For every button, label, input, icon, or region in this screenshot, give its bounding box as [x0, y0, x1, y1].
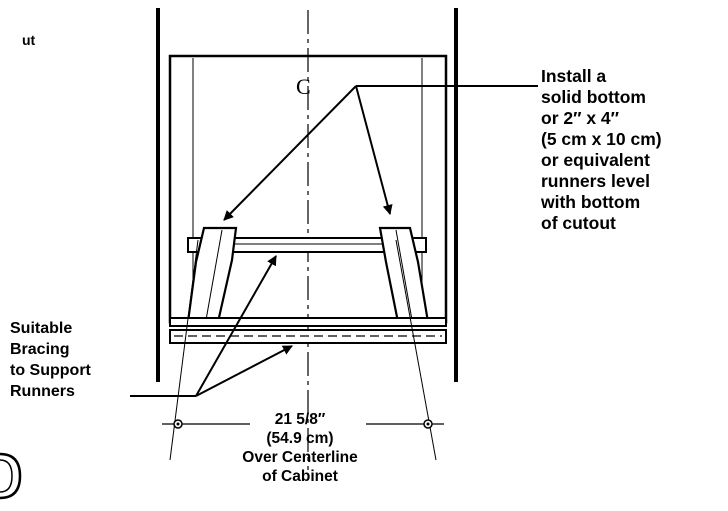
- back-crossbar: [187, 237, 427, 253]
- install-note-line: solid bottom: [541, 87, 646, 107]
- install-note-line: or 2″ x 4″: [541, 108, 620, 128]
- bracing-leader-to-crossbar: [195, 255, 277, 397]
- left-runner-extension: [169, 239, 199, 461]
- install-note-line: Install a: [541, 66, 607, 86]
- partial-logo-inner: [0, 459, 13, 493]
- partial-text-label: ut: [22, 32, 36, 48]
- install-runners-note: Install a solid bottom or 2″ x 4″ (5 cm …: [541, 66, 662, 234]
- dimension-value: 21 5/8″: [274, 411, 326, 428]
- install-note-line: (5 cm x 10 cm): [541, 129, 662, 149]
- bracing-top-board: [169, 317, 447, 327]
- install-leader-to-right-runner: [355, 85, 393, 215]
- dimension-caption-line2: of Cabinet: [262, 468, 338, 485]
- install-note-line: with bottom: [541, 192, 641, 212]
- install-leader-to-left-runner: [223, 85, 357, 221]
- partial-logo-mark: [0, 452, 22, 500]
- bracing-note: Suitable Bracing to Support Runners: [10, 318, 91, 402]
- dimension-right-dot: [426, 422, 430, 426]
- bracing-note-line: Runners: [10, 383, 75, 400]
- right-runner-edge: [395, 229, 413, 321]
- install-note-line: or equivalent: [541, 150, 650, 170]
- bracing-leader-to-bracing: [195, 345, 293, 397]
- left-runner-edge: [205, 229, 223, 321]
- dimension-metric: (54.9 cm): [266, 430, 334, 447]
- dimension-label: 21 5/8″ (54.9 cm) Over Centerline of Cab…: [210, 410, 390, 486]
- dimension-caption-line1: Over Centerline: [242, 449, 358, 466]
- centerline-symbol: C: [296, 74, 311, 99]
- bracing-note-line: Bracing: [10, 341, 70, 358]
- bracing-note-line: to Support: [10, 362, 91, 379]
- bracing-note-line: Suitable: [10, 320, 73, 337]
- install-note-line: of cutout: [541, 213, 616, 233]
- install-note-line: runners level: [541, 171, 650, 191]
- dimension-left-dot: [176, 422, 180, 426]
